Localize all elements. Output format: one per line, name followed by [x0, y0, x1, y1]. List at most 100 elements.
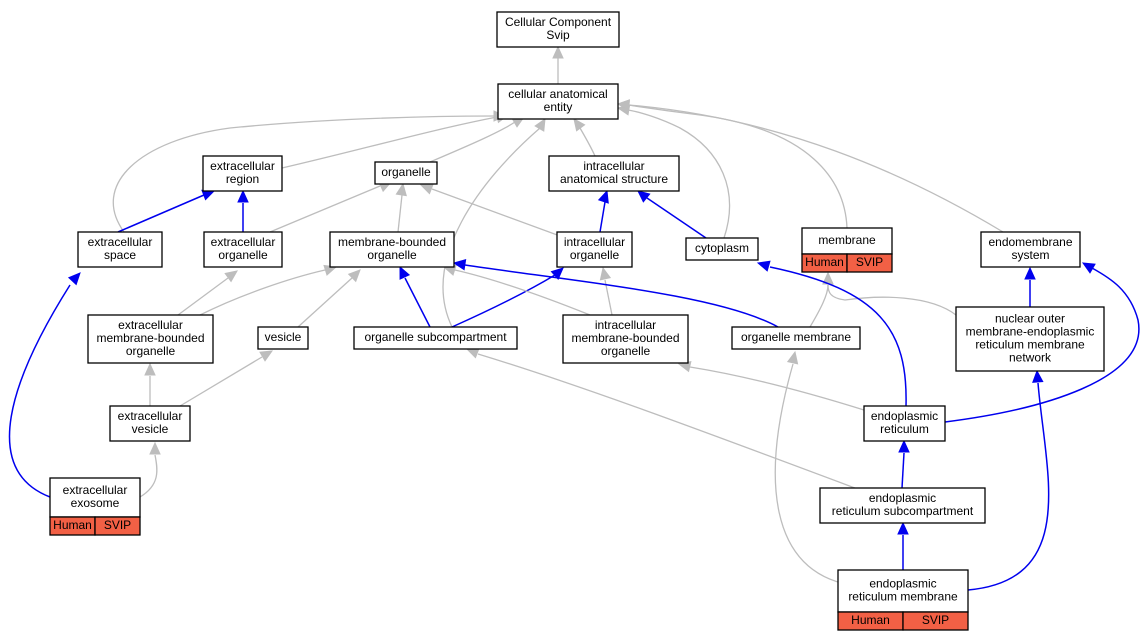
- is-a-edge-line: [431, 188, 561, 237]
- node-label-line: membrane-bounded: [571, 331, 679, 345]
- edge-arrowhead: [259, 350, 274, 362]
- node-box: [556, 231, 633, 268]
- node-label-line: organelle: [367, 248, 417, 262]
- node-box: [980, 231, 1081, 268]
- node-label-line: organelle: [218, 248, 268, 262]
- node-label-line: reticulum membrane: [975, 338, 1085, 352]
- node-label-line: nuclear outer: [995, 312, 1065, 326]
- is-a-edge-line: [179, 356, 263, 407]
- edge-arrowhead: [201, 189, 216, 201]
- edge-osub-to-mbo: [399, 265, 431, 328]
- edge-exorg-to-organelle: [269, 181, 393, 233]
- node-label-line: intracellular: [564, 235, 625, 249]
- node-label-line: extracellular: [118, 409, 183, 423]
- is-a-edge-line: [177, 277, 229, 316]
- edge-mbo-to-organelle: [395, 182, 407, 233]
- node-label-line: Svip: [546, 28, 570, 42]
- edge-exves-to-vesicle: [179, 350, 274, 407]
- is-a-edge-line: [112, 115, 495, 233]
- node-box: [548, 155, 680, 192]
- edge-arrowhead: [597, 189, 609, 204]
- node-box: [685, 237, 759, 261]
- edge-ermem-to-ersub: [897, 521, 909, 570]
- edge-cytoplasm-to-ias: [637, 190, 707, 239]
- node-omem[interactable]: organelle membrane: [731, 326, 861, 350]
- node-label-line: system: [1011, 248, 1049, 262]
- node-vesicle[interactable]: vesicle: [257, 326, 309, 350]
- is-a-edge-line: [627, 104, 1004, 233]
- edge-arrowhead: [399, 265, 411, 280]
- node-label-line: organelle: [601, 344, 651, 358]
- edge-imbo-to-intorg: [599, 266, 613, 316]
- node-label-line: membrane-bounded: [96, 331, 204, 345]
- node-label-line: extracellular: [63, 483, 128, 497]
- part-of-edge-line: [901, 452, 905, 489]
- node-label-line: anatomical structure: [560, 172, 668, 186]
- is-a-edge-line: [827, 284, 957, 316]
- edge-exorg-to-exreg: [237, 189, 249, 232]
- annotation-tag-cell: [846, 253, 893, 273]
- part-of-edge-line: [404, 277, 431, 328]
- node-label-line: vesicle: [132, 422, 169, 436]
- is-a-edge-line: [689, 366, 865, 411]
- edge-arrowhead: [237, 189, 249, 203]
- node-box: [955, 306, 1105, 372]
- is-a-edge-line: [297, 277, 353, 328]
- edge-arrowhead: [452, 259, 467, 271]
- node-label-line: reticulum subcompartment: [832, 504, 974, 518]
- node-label-line: organelle subcompartment: [364, 330, 507, 344]
- node-nuc[interactable]: nuclear outermembrane-endoplasmicreticul…: [955, 306, 1105, 372]
- annotation-tag-cell: [94, 516, 141, 536]
- edge-layer: [8, 45, 1140, 591]
- edge-endomem-to-cae: [616, 99, 1004, 233]
- edge-arrowhead: [756, 260, 771, 272]
- node-cytoplasm[interactable]: cytoplasm: [685, 237, 759, 261]
- is-a-edge-line: [579, 127, 596, 157]
- node-box: [87, 314, 214, 364]
- node-label-line: extracellular: [211, 235, 276, 249]
- edge-er-to-imbo: [677, 360, 865, 411]
- edge-arrowhead: [419, 183, 434, 195]
- edge-exves-to-exmbo: [144, 362, 156, 406]
- edge-intorg-to-ias: [597, 189, 609, 233]
- edge-arrowhead: [786, 350, 799, 365]
- edge-nuc-to-endomem: [1024, 266, 1036, 307]
- edge-ermem-to-omem: [774, 350, 851, 586]
- node-label-line: region: [226, 172, 259, 186]
- edge-arrowhead: [1024, 266, 1036, 280]
- annotation-tag-label: Human: [805, 255, 844, 269]
- is-a-edge-line: [604, 279, 613, 316]
- node-osub[interactable]: organelle subcompartment: [353, 326, 518, 350]
- node-box: [109, 405, 191, 442]
- edge-arrowhead: [898, 439, 910, 453]
- is-a-edge-line: [477, 353, 856, 489]
- is-a-edge-line: [269, 185, 381, 233]
- node-label-line: endoplasmic: [869, 577, 936, 591]
- node-label-line: intracellular: [595, 318, 656, 332]
- node-label-line: extracellular: [118, 318, 183, 332]
- node-box: [203, 231, 283, 268]
- edge-exo-to-exves: [139, 441, 161, 498]
- node-organelle[interactable]: organelle: [374, 161, 438, 185]
- node-label-line: extracellular: [210, 159, 275, 173]
- edge-osub-to-cae: [442, 117, 546, 328]
- edge-exspace-to-cae: [112, 110, 507, 233]
